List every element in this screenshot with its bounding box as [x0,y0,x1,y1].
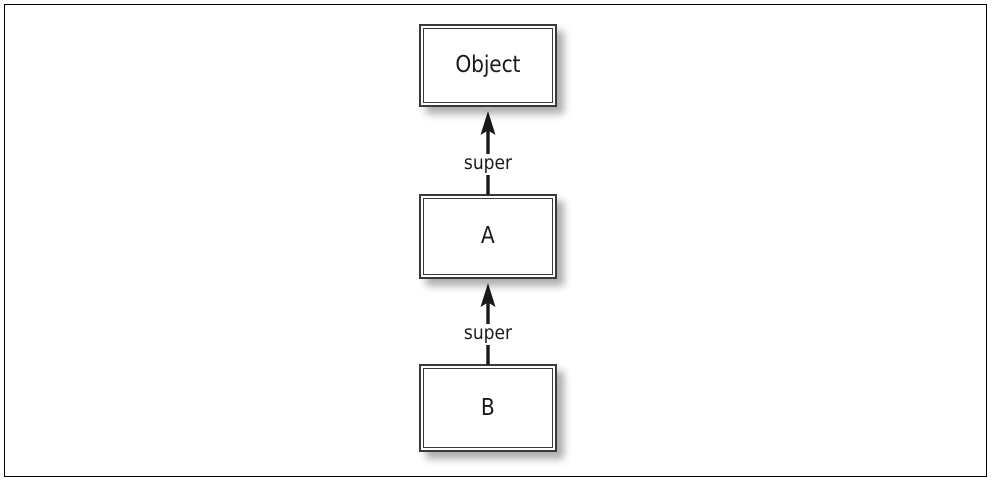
edge-label-super-a-object: super [463,152,513,174]
class-box-inner-border: Object [423,28,553,103]
class-box-inner-border: B [423,368,553,448]
class-name-label: A [481,223,495,249]
class-box-outer-border: A [419,194,557,279]
class-box-outer-border: B [419,364,557,452]
inheritance-edge-b-to-a [480,283,496,365]
inheritance-edge-a-to-object [480,111,496,195]
class-box-object[interactable]: Object [419,24,564,114]
class-name-label: B [481,394,495,421]
class-box-b[interactable]: B [419,364,564,459]
class-name-label: Object [455,52,521,78]
class-box-outer-border: Object [419,24,557,107]
class-box-a[interactable]: A [419,194,564,286]
class-box-inner-border: A [423,198,553,275]
edge-label-super-b-a: super [463,322,513,344]
